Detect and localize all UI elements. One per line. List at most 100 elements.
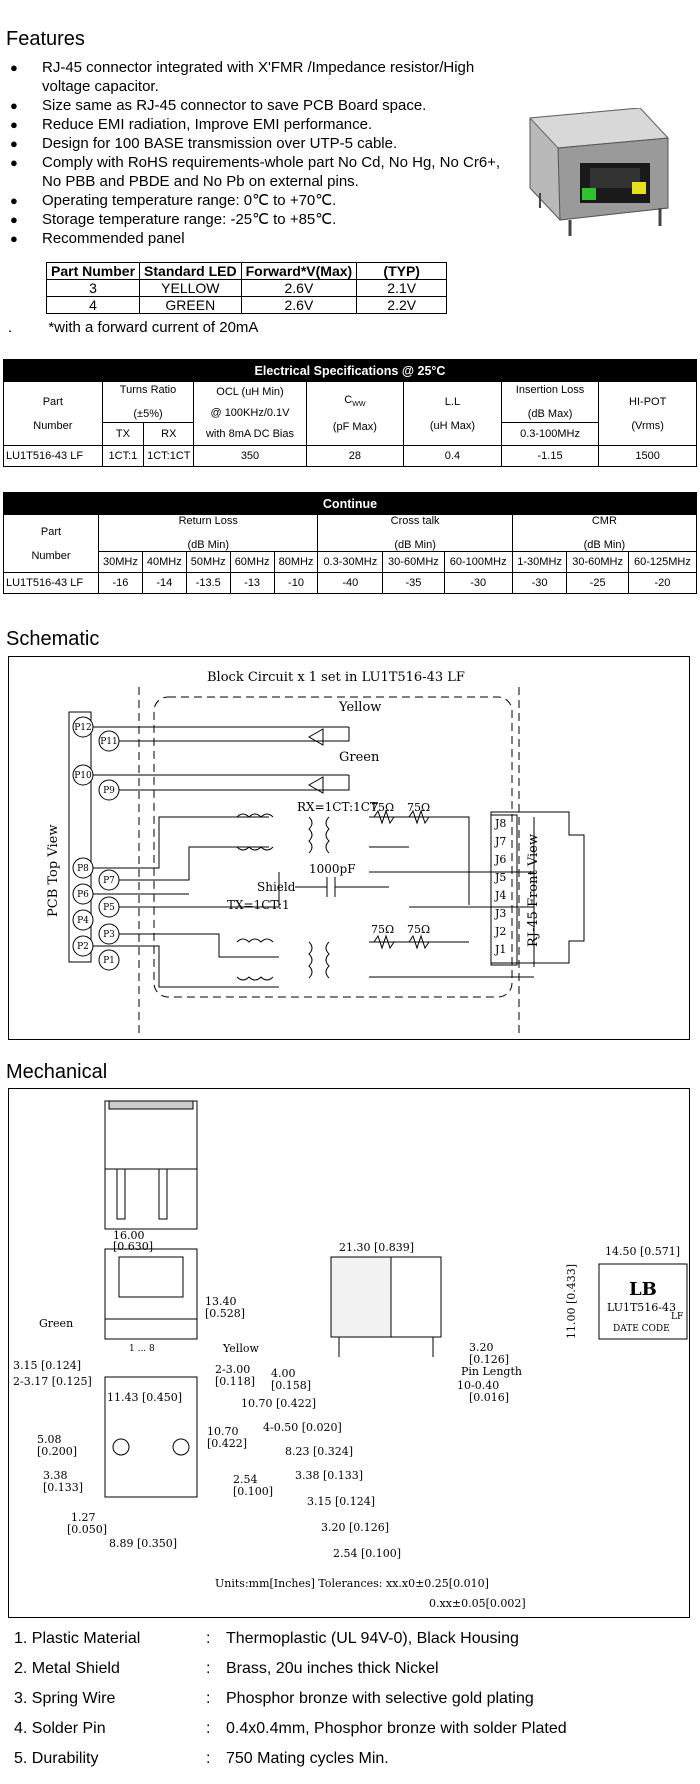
svg-text:[0.422]: [0.422] bbox=[207, 1437, 247, 1450]
col-header: 0.3-30MHz bbox=[317, 551, 384, 573]
connector-photo bbox=[528, 108, 670, 236]
cell: LU1T516-43 LF bbox=[3, 445, 103, 467]
cell: -1.15 bbox=[500, 445, 600, 467]
material-value: 0.4x0.4mm, Phosphor bronze with solder P… bbox=[226, 1720, 567, 1737]
svg-text:Green: Green bbox=[39, 1317, 73, 1330]
pin-label: P10 bbox=[74, 771, 92, 781]
col-header: TX bbox=[101, 421, 145, 447]
table-title: Continue bbox=[3, 492, 697, 515]
green-led-icon bbox=[582, 188, 596, 200]
svg-text:10-0.40: 10-0.40 bbox=[457, 1379, 499, 1392]
table-row: LU1T516-43 LF 1CT:1 1CT:1CT 350 28 0.4 -… bbox=[3, 445, 697, 467]
material-label: 3. Spring Wire bbox=[14, 1690, 116, 1707]
material-value: Phosphor bronze with selective gold plat… bbox=[226, 1690, 534, 1707]
cell: 4 bbox=[45, 296, 141, 314]
cell: -20 bbox=[627, 572, 698, 594]
pin-label: P8 bbox=[77, 864, 89, 874]
cell: -13.5 bbox=[185, 572, 231, 594]
material-value: 750 Mating cycles Min. bbox=[226, 1750, 389, 1767]
svg-text:[0.158]: [0.158] bbox=[271, 1379, 311, 1392]
svg-text:DATE CODE: DATE CODE bbox=[613, 1324, 670, 1334]
material-label: 4. Solder Pin bbox=[14, 1720, 106, 1737]
features-title: Features bbox=[6, 28, 85, 50]
svg-text:[0.100]: [0.100] bbox=[233, 1485, 273, 1498]
svg-text:J7: J7 bbox=[494, 835, 506, 848]
units-note: Units:mm[Inches] Tolerances: xx.x0±0.25[… bbox=[215, 1577, 489, 1590]
material-label: 2. Metal Shield bbox=[14, 1660, 120, 1677]
pin-label: P5 bbox=[103, 903, 115, 913]
feature-item: Design for 100 BASE transmission over UT… bbox=[10, 134, 520, 153]
list-item: 2. Metal Shield:Brass, 20u inches thick … bbox=[14, 1654, 567, 1684]
cell: LU1T516-43 LF bbox=[3, 572, 99, 594]
list-item: 3. Spring Wire:Phosphor bronze with sele… bbox=[14, 1684, 567, 1714]
footnote: . *with a forward current of 20mA bbox=[8, 319, 258, 336]
col-header: RX bbox=[143, 421, 195, 447]
svg-text:J5: J5 bbox=[494, 871, 506, 884]
col-header: 60MHz bbox=[229, 551, 275, 573]
col-header: 60-125MHz bbox=[627, 551, 698, 573]
svg-text:21.30 [0.839]: 21.30 [0.839] bbox=[339, 1241, 414, 1254]
col-header: Cross talk(dB Min) bbox=[317, 514, 513, 552]
svg-text:J1: J1 bbox=[494, 943, 506, 956]
logo-mark: LB bbox=[629, 1279, 657, 1300]
svg-text:J8: J8 bbox=[494, 817, 506, 830]
svg-text:3.38: 3.38 bbox=[43, 1469, 68, 1482]
col-header: Return Loss(dB Min) bbox=[97, 514, 319, 552]
cell: -14 bbox=[141, 572, 187, 594]
svg-text:2.54: 2.54 bbox=[233, 1473, 258, 1486]
svg-text:1.27: 1.27 bbox=[71, 1511, 96, 1524]
col-header: 1-30MHz bbox=[511, 551, 568, 573]
svg-text:1 ... 8: 1 ... 8 bbox=[129, 1344, 155, 1354]
pin-label: P7 bbox=[103, 876, 115, 886]
svg-text:3.38 [0.133]: 3.38 [0.133] bbox=[295, 1469, 363, 1482]
rx-label: RX=1CT:1CT bbox=[297, 800, 378, 814]
svg-text:Pin Length: Pin Length bbox=[461, 1365, 522, 1378]
shield-label: Shield bbox=[257, 880, 296, 894]
svg-text:11.00 [0.433]: 11.00 [0.433] bbox=[565, 1264, 578, 1339]
feature-item: Storage temperature range: -25℃ to +85℃. bbox=[10, 210, 520, 229]
mechanical-frame: 16.00 [0.630] 13.40 [0.528] Green Yellow… bbox=[8, 1088, 690, 1618]
svg-text:J6: J6 bbox=[494, 853, 506, 866]
resistor-label: 75Ω bbox=[407, 923, 430, 936]
cell: 3 bbox=[45, 279, 141, 297]
table-title: Electrical Specifications @ 25°C bbox=[3, 359, 697, 382]
col-header: CMR(dB Min) bbox=[511, 514, 698, 552]
pin-label: P3 bbox=[103, 930, 115, 940]
yellow-led-icon bbox=[632, 182, 646, 194]
cell: YELLOW bbox=[139, 279, 242, 297]
pin-label: P9 bbox=[103, 786, 115, 796]
col-header: Insertion Loss(dB Max) bbox=[500, 381, 600, 423]
list-item: 4. Solder Pin:0.4x0.4mm, Phosphor bronze… bbox=[14, 1714, 567, 1744]
cap-label: 1000pF bbox=[309, 862, 356, 876]
col-header: 60-100MHz bbox=[443, 551, 513, 573]
svg-text:3.20 [0.126]: 3.20 [0.126] bbox=[321, 1521, 389, 1534]
col-header: HI-POT(Vrms) bbox=[598, 381, 697, 446]
col-header: 40MHz bbox=[141, 551, 187, 573]
svg-text:2-3.17 [0.125]: 2-3.17 [0.125] bbox=[13, 1375, 92, 1388]
svg-text:J3: J3 bbox=[494, 907, 506, 920]
resistor-label: 75Ω bbox=[371, 801, 394, 814]
resistor-label: 75Ω bbox=[407, 801, 430, 814]
svg-text:LF: LF bbox=[671, 1312, 683, 1322]
cell: 1CT:1CT bbox=[143, 445, 195, 467]
cell: -25 bbox=[566, 572, 629, 594]
svg-text:5.08: 5.08 bbox=[37, 1433, 62, 1446]
col-header: 80MHz bbox=[273, 551, 319, 573]
schematic-title: Schematic bbox=[6, 628, 100, 650]
recommended-panel-table: Part Number Standard LED Forward*V(Max) … bbox=[45, 262, 448, 314]
pin-label: P2 bbox=[77, 942, 89, 952]
svg-text:14.50 [0.571]: 14.50 [0.571] bbox=[605, 1245, 680, 1258]
tx-label: TX=1CT:1 bbox=[227, 898, 290, 912]
units-note: 0.xx±0.05[0.002] bbox=[429, 1597, 526, 1610]
col-header: Standard LED bbox=[139, 262, 242, 280]
cell: -30 bbox=[511, 572, 568, 594]
feature-item: Recommended panel bbox=[10, 229, 520, 248]
svg-text:8.23 [0.324]: 8.23 [0.324] bbox=[285, 1445, 353, 1458]
svg-text:LU1T516-43: LU1T516-43 bbox=[607, 1301, 676, 1314]
col-header: 30-60MHz bbox=[566, 551, 629, 573]
cell: GREEN bbox=[139, 296, 242, 314]
mechanical-title: Mechanical bbox=[6, 1061, 108, 1083]
